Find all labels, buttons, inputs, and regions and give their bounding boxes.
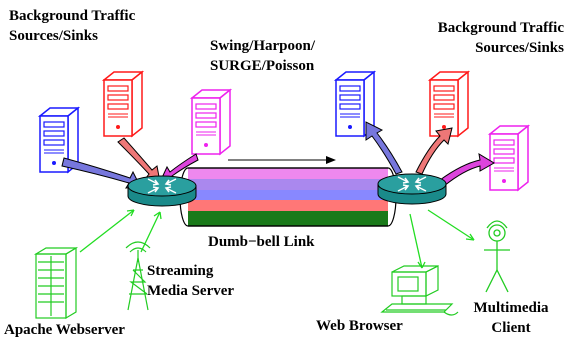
- computer-icon: [380, 265, 459, 316]
- server-icon: [489, 125, 529, 191]
- streaming-server-label: Streaming Media Server: [147, 261, 234, 301]
- direction-arrow: [228, 156, 336, 164]
- label-line: Sources/Sinks: [9, 28, 98, 44]
- label-line: Sources/Sinks: [475, 40, 564, 56]
- traffic-generators-label: Swing/Harpoon/ SURGE/Poisson: [210, 36, 315, 76]
- web-browser-label: Web Browser: [316, 318, 403, 334]
- multimedia-client-label: Multimedia Client: [458, 298, 564, 338]
- traffic-arrow: [415, 127, 453, 175]
- streaming-antenna-icon: [125, 241, 151, 311]
- router-icon: [127, 175, 197, 207]
- label-line: Background Traffic: [437, 20, 564, 36]
- apache-webserver-label: Apache Webserver: [4, 322, 125, 338]
- server-icon: [191, 89, 231, 155]
- label-line: Background Traffic: [9, 8, 136, 24]
- traffic-arrow: [439, 153, 495, 187]
- person-icon: [484, 220, 510, 293]
- web-server-icon: [33, 246, 79, 320]
- traffic-arrow: [365, 121, 403, 175]
- bg-traffic-left-label: Background Traffic Sources/Sinks: [9, 6, 135, 46]
- label-line: Swing/Harpoon/: [210, 38, 316, 54]
- router-icon: [377, 173, 447, 205]
- label-line: Client: [491, 320, 531, 336]
- dumbbell-link: [179, 167, 397, 227]
- traffic-arrow: [117, 137, 161, 183]
- label-line: Multimedia: [473, 300, 549, 316]
- dumbbell-link-label: Dumb−bell Link: [208, 234, 315, 250]
- server-icon: [103, 71, 143, 137]
- label-line: SURGE/Poisson: [210, 58, 315, 74]
- server-icon: [429, 71, 469, 137]
- traffic-arrow: [61, 157, 141, 189]
- label-line: Streaming: [147, 263, 214, 279]
- label-line: Media Server: [147, 283, 235, 299]
- bg-traffic-right-label: Background Traffic Sources/Sinks: [438, 18, 564, 58]
